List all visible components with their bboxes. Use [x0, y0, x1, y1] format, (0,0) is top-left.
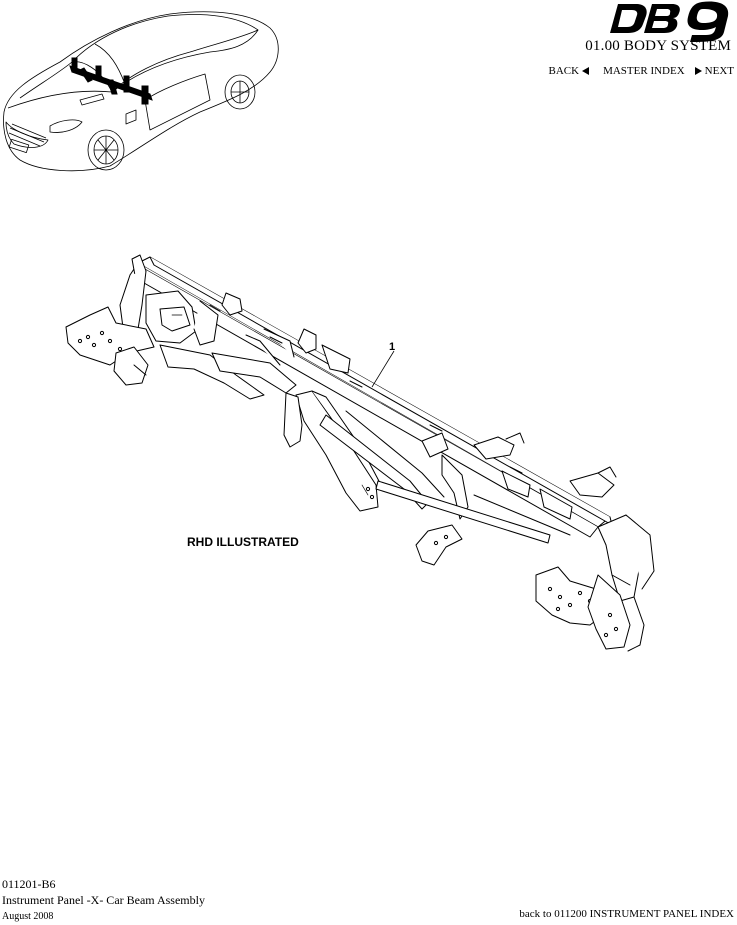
- back-to-index-link[interactable]: back to 011200 INSTRUMENT PANEL INDEX: [519, 908, 734, 920]
- cross-car-beam-illustration: [65, 254, 655, 652]
- navigation-bar: BACK MASTER INDEX NEXT: [549, 65, 734, 77]
- callout-number: 1: [389, 341, 396, 353]
- section-title: 01.00 BODY SYSTEM: [585, 38, 731, 54]
- publication-date: August 2008: [2, 911, 54, 922]
- car-location-thumbnail: [3, 11, 279, 172]
- next-link[interactable]: NEXT: [694, 65, 734, 77]
- rhd-illustrated-label: RHD ILLUSTRATED: [187, 535, 299, 549]
- back-link[interactable]: BACK: [549, 65, 590, 77]
- part-title: Instrument Panel -X- Car Beam Assembly: [2, 893, 205, 907]
- triangle-right-icon: [694, 67, 702, 75]
- master-index-link[interactable]: MASTER INDEX: [603, 65, 685, 77]
- db9-logo: [610, 1, 729, 42]
- back-label: BACK: [548, 65, 580, 77]
- part-code: 011201-B6: [2, 877, 56, 891]
- next-label: NEXT: [704, 65, 734, 77]
- triangle-left-icon: [582, 67, 590, 75]
